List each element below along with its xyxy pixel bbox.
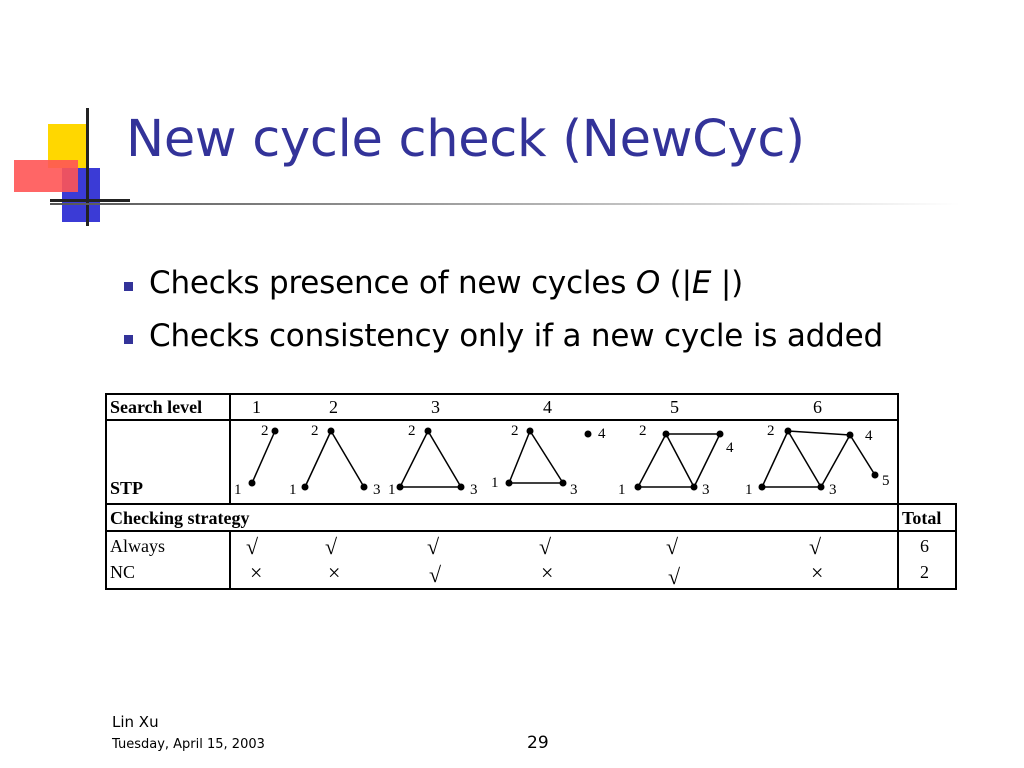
graph-node [662, 430, 670, 438]
graph-node [584, 430, 592, 438]
graph-node-label: 1 [289, 482, 297, 498]
newcyc-figure: Search level STP Checking strategy Total… [105, 393, 957, 590]
nc-mark: × [811, 560, 823, 585]
graph-node [301, 483, 309, 491]
graph-node-label: 3 [570, 482, 578, 498]
row-label-nc: NC [110, 562, 135, 582]
graph-edges [251, 430, 876, 488]
search-level-header: Search level [110, 397, 202, 417]
graph-node [690, 483, 698, 491]
graph-node-label: 3 [373, 482, 381, 498]
graph-node [716, 430, 724, 438]
always-mark: √ [427, 534, 440, 559]
nc-mark: × [250, 560, 262, 585]
bullet-text-part: (| [660, 265, 692, 301]
bullet-text-part: Checks presence of new cycles [149, 265, 636, 301]
graph-node [248, 479, 256, 487]
graph-node [396, 483, 404, 491]
always-mark: √ [325, 534, 338, 559]
graph-node-label: 3 [829, 482, 837, 498]
graph-node-label: 1 [388, 482, 396, 498]
graph-node [505, 479, 513, 487]
graph-node [871, 471, 879, 479]
graph-node-label: 2 [311, 423, 319, 439]
graph-node-label: 4 [726, 440, 734, 456]
graph-node-label: 4 [865, 428, 873, 444]
graph-node-label: 1 [234, 482, 242, 498]
always-mark: √ [539, 534, 552, 559]
bullet-text: Checks consistency only if a new cycle i… [149, 318, 883, 354]
level-number: 4 [543, 397, 552, 417]
graph-node [846, 431, 854, 439]
big-o-symbol: O [635, 265, 661, 301]
graph-node [758, 483, 766, 491]
slide-logo-decoration [14, 108, 130, 226]
graph-node-label: 3 [702, 482, 710, 498]
footer-date: Tuesday, April 15, 2003 [112, 737, 265, 752]
graph-node-label: 1 [745, 482, 753, 498]
graph-node [559, 479, 567, 487]
graph-node [526, 427, 534, 435]
bullet-text-part: |) [711, 265, 743, 301]
nc-mark: × [328, 560, 340, 585]
graph-node-label: 2 [639, 423, 647, 439]
graph-nodes [248, 427, 879, 491]
graph-node [457, 483, 465, 491]
table-grid [105, 393, 957, 590]
graph-node [784, 427, 792, 435]
slide-title: New cycle check (NewCyc) [126, 110, 805, 169]
nc-mark: √ [429, 562, 442, 587]
graph-node-label: 4 [598, 426, 606, 442]
title-underline [50, 203, 960, 205]
graph-node-label: 1 [618, 482, 626, 498]
graph-node [271, 427, 279, 435]
graph-node [360, 483, 368, 491]
nc-mark: √ [668, 564, 681, 589]
graph-node [817, 483, 825, 491]
page-number: 29 [527, 733, 549, 753]
total-header: Total [902, 508, 941, 528]
bullet-marker [124, 282, 133, 291]
always-mark: √ [666, 534, 679, 559]
nc-mark: × [541, 560, 553, 585]
graph-node-label: 3 [470, 482, 478, 498]
level-number: 6 [813, 397, 822, 417]
checking-strategy-header: Checking strategy [110, 508, 249, 528]
total-always: 6 [920, 536, 929, 556]
graph-node-label: 2 [511, 423, 519, 439]
graph-node [634, 483, 642, 491]
row-label-always: Always [110, 536, 165, 556]
graph-node [327, 427, 335, 435]
bullet-text: Checks presence of new cycles O (|E |) [149, 265, 743, 301]
graph-node [424, 427, 432, 435]
level-number: 1 [252, 397, 261, 417]
graph-node-label: 1 [491, 475, 499, 491]
footer-author: Lin Xu [112, 713, 159, 731]
level-number: 5 [670, 397, 679, 417]
graph-node-label: 5 [882, 473, 890, 489]
graph-node-label: 2 [408, 423, 416, 439]
graph-node-label: 2 [261, 423, 269, 439]
always-mark: √ [809, 534, 822, 559]
always-mark: √ [246, 534, 259, 559]
level-number: 2 [329, 397, 338, 417]
total-nc: 2 [920, 562, 929, 582]
edge-set-symbol: E [691, 265, 712, 301]
graph-node-label: 2 [767, 423, 775, 439]
bullet-marker [124, 335, 133, 344]
stp-label: STP [110, 478, 143, 498]
level-number: 3 [431, 397, 440, 417]
